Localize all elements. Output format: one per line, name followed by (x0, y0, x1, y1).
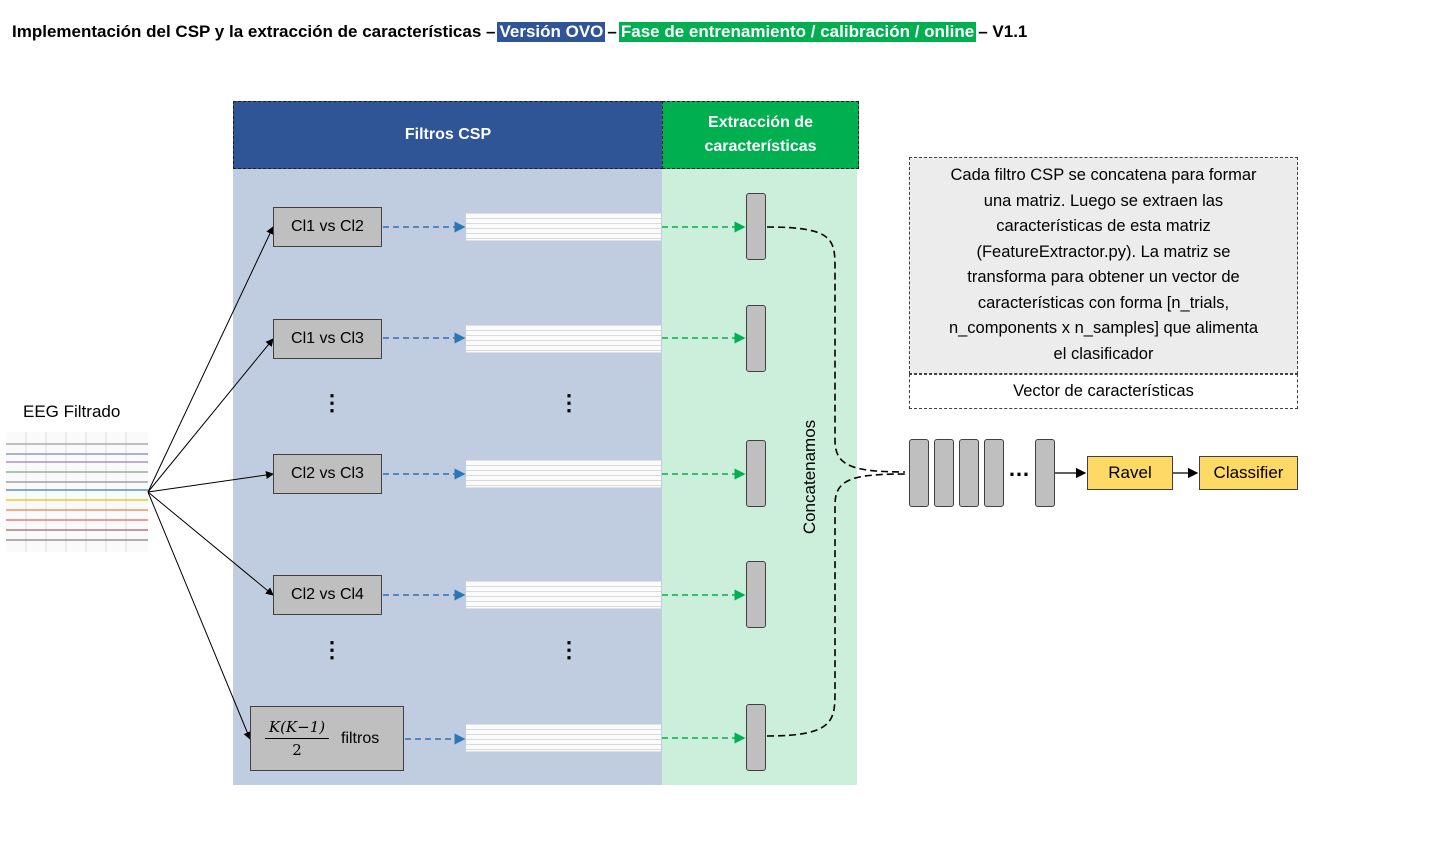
filter-box-cl1-cl2: Cl1 vs Cl2 (273, 207, 382, 247)
page-title: Implementación del CSP y la extracción d… (10, 20, 1029, 44)
concat-brace (766, 226, 906, 737)
ellipsis-horizontal: … (1008, 456, 1030, 481)
csp-dashed-arrows (383, 221, 466, 745)
csp-output-signal (466, 724, 661, 752)
note-line: (FeatureExtractor.py). La matriz se (976, 242, 1231, 261)
ellipsis-vertical: ⋮ (321, 637, 343, 662)
description-note: Cada filtro CSP se concatena para formar… (909, 157, 1298, 374)
concat-label: Concatenamos (800, 419, 819, 535)
csp-output-signal (466, 325, 661, 353)
ellipsis-vertical: ⋮ (558, 637, 580, 662)
feature-bar (746, 193, 766, 260)
formula-bar (265, 738, 329, 739)
title-separator: – (607, 22, 617, 41)
note-line: una matriz. Luego se extraen las (983, 191, 1224, 210)
fanout-arrows (147, 226, 274, 740)
csp-output-signal (466, 460, 661, 488)
features-header-line1: Extracción de (708, 114, 813, 131)
feature-bar (746, 440, 766, 507)
classifier-box: Classifier (1199, 456, 1298, 490)
feature-bar (746, 305, 766, 372)
feature-bar (746, 704, 766, 771)
note-line: el clasificador (1053, 344, 1154, 363)
title-end: – V1.1 (978, 22, 1028, 41)
title-version-badge: Versión OVO (497, 22, 606, 42)
note-line: características con forma [n_trials, (977, 293, 1230, 312)
vector-bar (909, 439, 929, 507)
vector-bar (984, 439, 1004, 507)
vector-bar (1035, 439, 1055, 507)
ellipsis-vertical: ⋮ (321, 390, 343, 415)
csp-header: Filtros CSP (233, 101, 663, 169)
title-phase-badge: Fase de entrenamiento / calibración / on… (618, 22, 977, 42)
formula-denominator: 2 (292, 741, 302, 759)
note-line: n_components x n_samples] que alimenta (948, 319, 1259, 337)
filter-box-total: K(K−1) 2 filtros (250, 706, 404, 771)
note-line: transforma para obtener un vector de (967, 268, 1240, 286)
eeg-signal-image (6, 432, 148, 552)
features-header: Extracción de características (662, 101, 859, 169)
vector-bar (934, 439, 954, 507)
ravel-box: Ravel (1087, 456, 1173, 490)
feature-dashed-arrows (662, 221, 746, 744)
filter-box-cl2-cl3: Cl2 vs Cl3 (273, 454, 382, 494)
vector-bar (959, 439, 979, 507)
ellipsis-vertical: ⋮ (558, 390, 580, 415)
feature-bar (746, 561, 766, 628)
note-line: Cada filtro CSP se concatena para formar (950, 166, 1257, 184)
eeg-label: EEG Filtrado (23, 402, 121, 421)
csp-output-signal (466, 581, 661, 609)
csp-output-signal (466, 213, 661, 241)
filters-formula: K(K−1) 2 (265, 718, 329, 759)
features-header-line2: características (704, 138, 817, 155)
filters-suffix: filtros (341, 729, 380, 747)
formula-numerator: K(K−1) (268, 718, 326, 736)
title-part1: Implementación del CSP y la extracción d… (12, 22, 496, 41)
note-line: características de esta matriz (996, 217, 1211, 235)
filter-box-cl2-cl4: Cl2 vs Cl4 (273, 575, 382, 615)
filter-box-cl1-cl3: Cl1 vs Cl3 (273, 319, 382, 359)
vector-label: Vector de características (909, 374, 1298, 409)
